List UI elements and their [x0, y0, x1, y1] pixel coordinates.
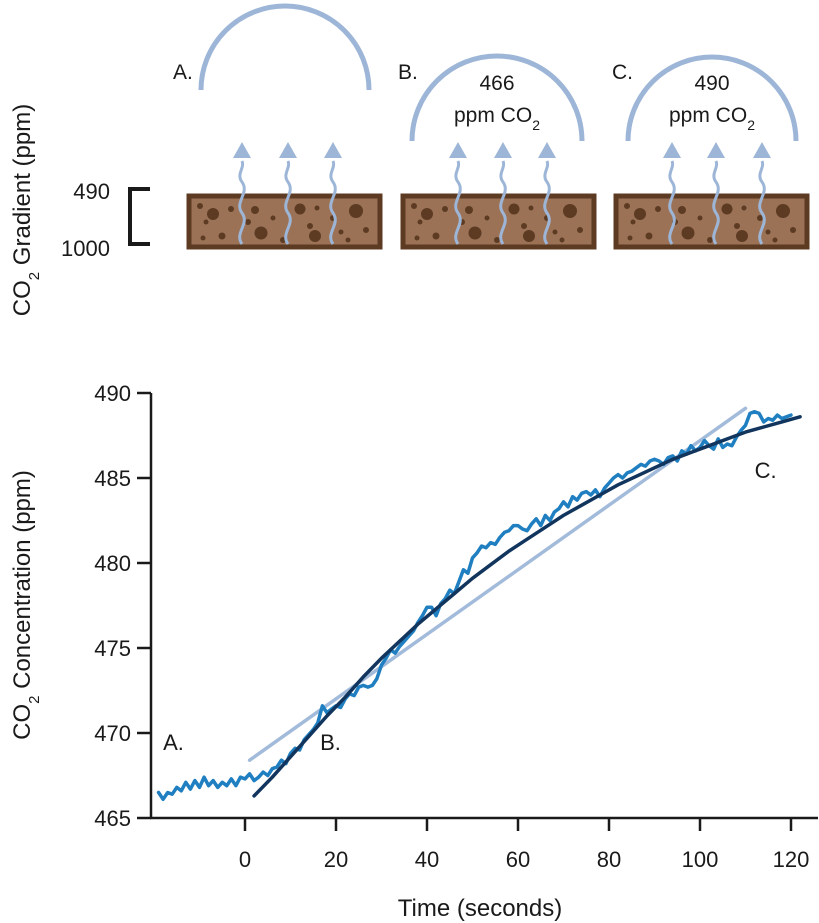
x-tick-label: 20 — [324, 847, 348, 872]
chamber-co2-unit: ppm CO2 — [669, 104, 755, 133]
arrowheads — [233, 142, 342, 158]
y-axis-label: CO2 Concentration (ppm) — [9, 470, 43, 740]
chamber-co2-value: 490 — [694, 72, 729, 95]
series-layer — [156, 406, 802, 802]
arrowheads — [449, 142, 556, 158]
panel-letter: A. — [173, 61, 193, 84]
co2-flux-arrows — [454, 160, 551, 245]
co2-concentration-chart: CO2 Concentration (ppm) Time (seconds) 4… — [9, 381, 818, 922]
series-curve-fit-line — [252, 415, 802, 798]
gradient-axis-label: CO2 Gradient (ppm) — [9, 104, 43, 316]
soil-particles — [197, 203, 369, 243]
gradient-bracket — [128, 187, 150, 246]
chamber-arch — [409, 53, 585, 142]
soil-particles — [411, 203, 583, 243]
y-tick-label: 485 — [94, 466, 131, 491]
x-ticks: 0 20 40 60 80 100 120 — [239, 818, 809, 872]
series-measured-line — [156, 409, 793, 802]
panel-letter: B. — [398, 61, 418, 84]
y-tick-label: 490 — [94, 381, 131, 406]
panel-a: A. — [173, 3, 383, 250]
annotation-label: B. — [320, 730, 341, 755]
series-linear-fit-line — [247, 406, 748, 762]
x-tick-label: 100 — [682, 847, 719, 872]
annotation-label: A. — [163, 730, 184, 755]
x-tick-label: 0 — [239, 847, 251, 872]
panel-letter: C. — [612, 61, 633, 84]
gradient-bottom-value: 1000 — [61, 236, 110, 261]
co2-flux-arrows — [668, 160, 766, 245]
chamber-co2-value: 466 — [479, 72, 514, 95]
y-ticks: 465 470 475 480 485 490 — [94, 381, 151, 831]
soil-particles — [624, 203, 796, 243]
annotation-layer: A. B. C. — [163, 458, 777, 755]
x-tick-label: 60 — [506, 847, 530, 872]
chamber-arch — [625, 54, 799, 142]
co2-flux-arrows — [238, 160, 337, 245]
annotation-label: C. — [755, 458, 777, 483]
arrowheads — [663, 142, 771, 158]
x-tick-label: 120 — [773, 847, 810, 872]
y-tick-label: 475 — [94, 636, 131, 661]
panel-b: B. 466 ppm CO2 — [398, 53, 597, 250]
chamber-co2-unit: ppm CO2 — [454, 104, 540, 133]
panel-c: C. 490 ppm CO2 — [612, 54, 810, 250]
gradient-top-value: 490 — [73, 179, 110, 204]
x-axis-label: Time (seconds) — [398, 895, 562, 922]
gradient-diagram: CO2 Gradient (ppm) 490 1000 A. — [9, 3, 810, 316]
y-tick-label: 480 — [94, 551, 131, 576]
y-tick-label: 470 — [94, 721, 131, 746]
chamber-arch — [198, 3, 372, 91]
y-tick-label: 465 — [94, 806, 131, 831]
x-tick-label: 40 — [415, 847, 439, 872]
x-tick-label: 80 — [597, 847, 621, 872]
